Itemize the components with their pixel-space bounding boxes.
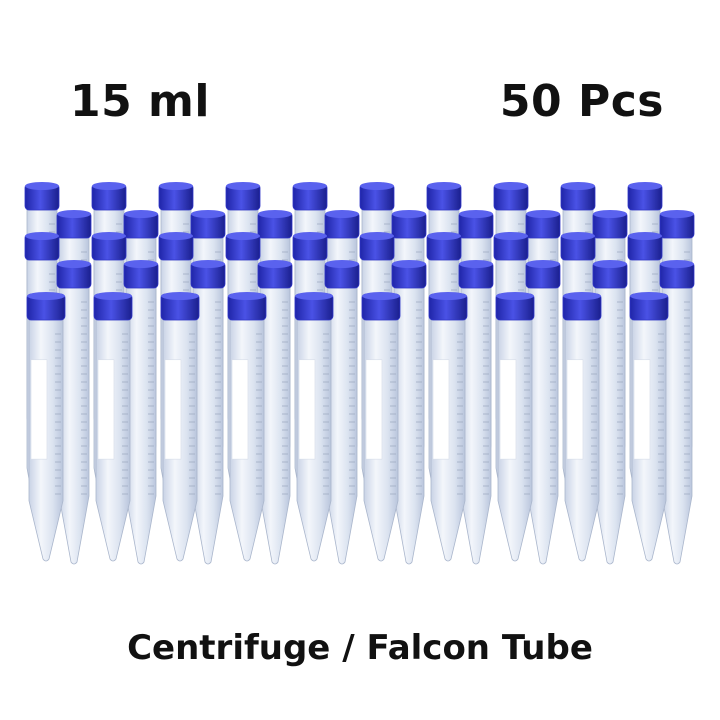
tube	[562, 292, 602, 562]
caption: Centrifuge / Falcon Tube	[127, 628, 593, 668]
tube	[324, 260, 360, 565]
tube	[294, 292, 334, 562]
tube	[629, 292, 669, 562]
tube	[227, 292, 267, 562]
tube-photo	[24, 182, 695, 565]
tube	[458, 260, 494, 565]
tube	[495, 292, 535, 562]
tube	[26, 292, 66, 562]
tube	[93, 292, 133, 562]
tube	[391, 260, 427, 565]
tube	[361, 292, 401, 562]
quantity-label: 50 Pcs	[499, 76, 664, 127]
tube	[56, 260, 92, 565]
tube	[428, 292, 468, 562]
tube	[525, 260, 561, 565]
tube	[123, 260, 159, 565]
tube	[257, 260, 293, 565]
tube	[160, 292, 200, 562]
tube	[592, 260, 628, 565]
volume-label: 15 ml	[70, 76, 210, 127]
tube	[190, 260, 226, 565]
tube	[659, 260, 695, 565]
